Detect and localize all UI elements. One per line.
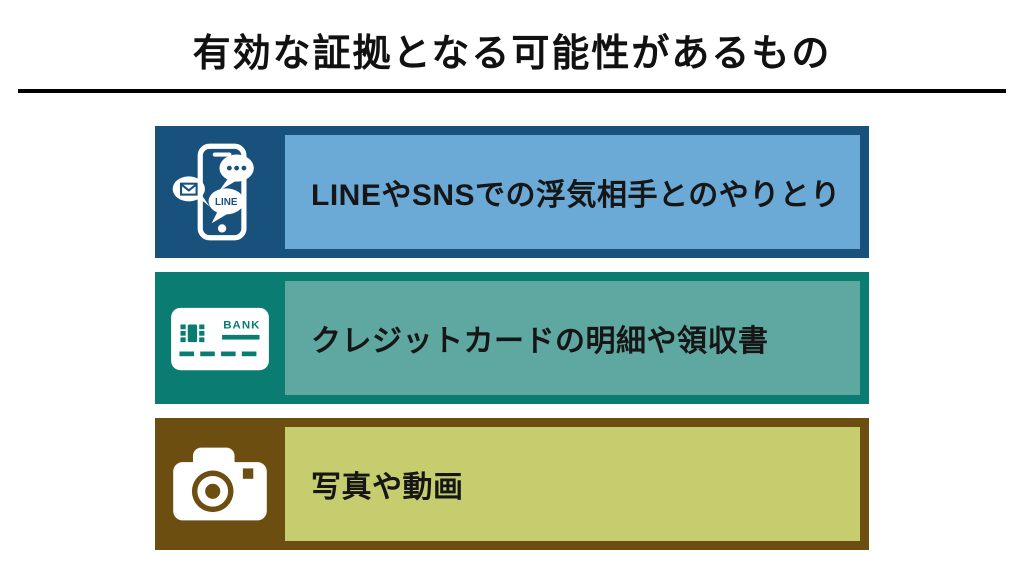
- evidence-row-line-sns: LINE LINEやSNSでの浮気相手とのやりとり: [155, 126, 869, 258]
- evidence-row-body: LINEやSNSでの浮気相手とのやりとり: [285, 135, 860, 249]
- evidence-row-body: 写真や動画: [285, 427, 860, 541]
- evidence-row-body: クレジットカードの明細や領収書: [285, 281, 860, 395]
- evidence-label-credit-card: クレジットカードの明細や領収書: [311, 325, 769, 358]
- credit-card-icon: BANK: [155, 272, 285, 404]
- card-bank-text: BANK: [223, 320, 260, 332]
- camera-icon: [155, 418, 285, 550]
- evidence-row-photo-video: 写真や動画: [155, 418, 869, 550]
- evidence-label-line-sns: LINEやSNSでの浮気相手とのやりとり: [311, 179, 841, 212]
- smartphone-chat-icon: LINE: [155, 126, 285, 258]
- evidence-row-credit-card: BANK クレジットカードの明細や領収書: [155, 272, 869, 404]
- title-divider: [18, 89, 1006, 93]
- line-bubble-text: LINE: [215, 197, 238, 208]
- page-title: 有効な証拠となる可能性があるもの: [192, 33, 832, 75]
- evidence-label-photo-video: 写真や動画: [311, 471, 464, 504]
